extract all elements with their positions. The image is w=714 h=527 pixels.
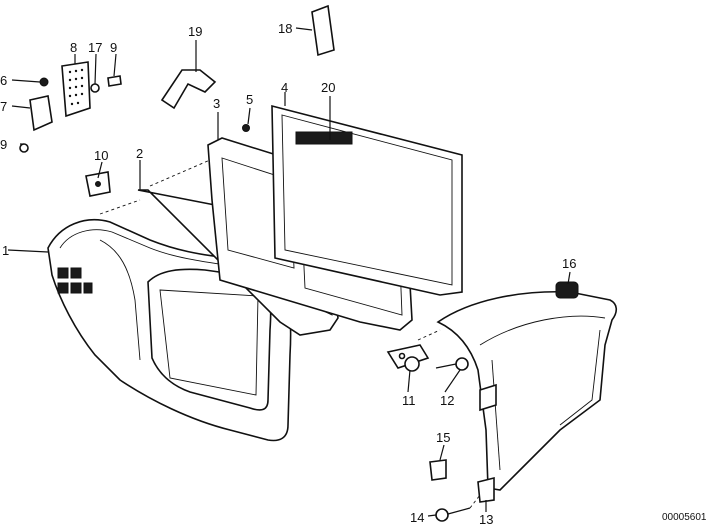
reflector-texture xyxy=(68,68,84,106)
callout-19: 19 xyxy=(188,24,202,39)
bracket-part-10 xyxy=(85,171,111,197)
callout-labels: 1 2 3 4 5 6 7 8 9 9 10 11 12 13 14 15 16… xyxy=(0,21,576,527)
callout-16: 16 xyxy=(562,256,576,271)
callout-7: 7 xyxy=(0,99,7,114)
leader-lines xyxy=(7,27,571,517)
callout-13: 13 xyxy=(479,512,493,527)
callout-12: 12 xyxy=(440,393,454,408)
callout-17: 17 xyxy=(88,40,102,55)
callout-14: 14 xyxy=(410,510,424,525)
clip-part-13 xyxy=(477,476,495,503)
callout-18: 18 xyxy=(278,21,292,36)
callout-2: 2 xyxy=(136,146,143,161)
callout-15: 15 xyxy=(436,430,450,445)
cover-part-18 xyxy=(311,4,335,57)
callout-10: 10 xyxy=(94,148,108,163)
callout-6: 6 xyxy=(0,73,7,88)
reflector-assembly xyxy=(19,61,250,153)
bracket-part-11 xyxy=(386,344,430,372)
callout-9-bottom: 9 xyxy=(0,137,7,152)
callout-11: 11 xyxy=(402,393,416,408)
callout-3: 3 xyxy=(213,96,220,111)
callout-4: 4 xyxy=(281,80,288,95)
callout-1: 1 xyxy=(2,243,9,258)
image-code: 00005601 xyxy=(662,512,707,523)
bolt-part-14 xyxy=(435,507,471,522)
lens-part xyxy=(271,104,463,296)
callout-8: 8 xyxy=(70,40,77,55)
callout-9-top: 9 xyxy=(110,40,117,55)
side-panel-part xyxy=(436,281,618,491)
bracket-part-19 xyxy=(160,69,217,110)
callout-20: 20 xyxy=(321,80,335,95)
clip-part-15 xyxy=(429,459,447,481)
screw-part-12 xyxy=(435,357,469,371)
callout-5: 5 xyxy=(246,92,253,107)
